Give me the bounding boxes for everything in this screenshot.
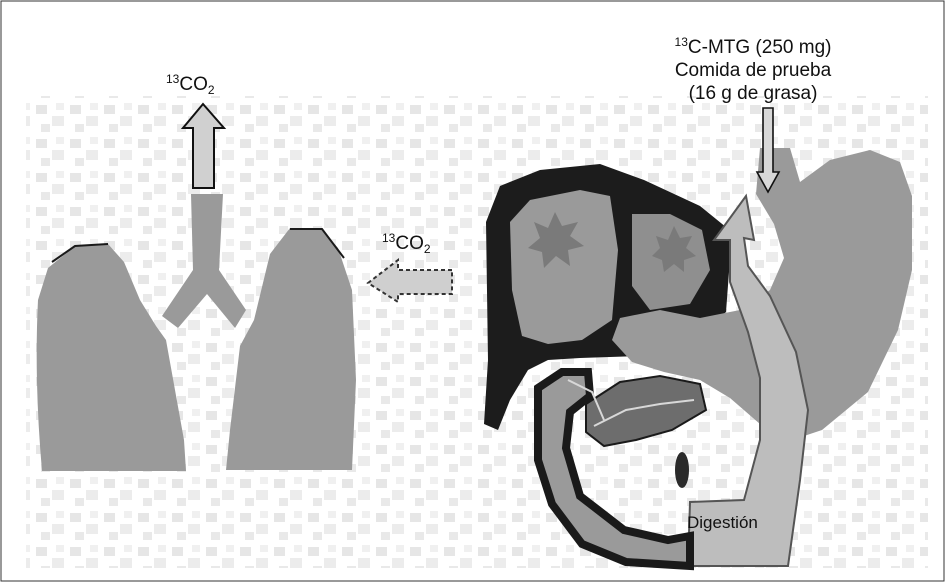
co2-subscript: 2 [424, 242, 431, 256]
meal-line-3: (16 g de grasa) [650, 82, 856, 105]
meal-line-2: Comida de prueba [650, 59, 856, 82]
liver-left-lobe-inner [510, 190, 618, 344]
co2-subscript: 2 [208, 83, 215, 97]
exhaled-co2-label: 13CO2 [166, 74, 215, 96]
co2-formula: CO [395, 233, 424, 254]
meal-line-1: 13C-MTG (250 mg) [650, 36, 856, 59]
blood-co2-label: 13CO2 [382, 233, 431, 255]
test-meal-label: 13C-MTG (250 mg) Comida de prueba (16 g … [650, 36, 856, 105]
isotope-number: 13 [382, 231, 395, 245]
isotope-number: 13 [675, 35, 688, 49]
co2-formula: CO [179, 74, 208, 95]
digestion-label: Digestión [687, 512, 758, 534]
meal-substrate: C-MTG (250 mg) [688, 37, 832, 58]
isotope-number: 13 [166, 72, 179, 86]
gallbladder [675, 452, 689, 488]
